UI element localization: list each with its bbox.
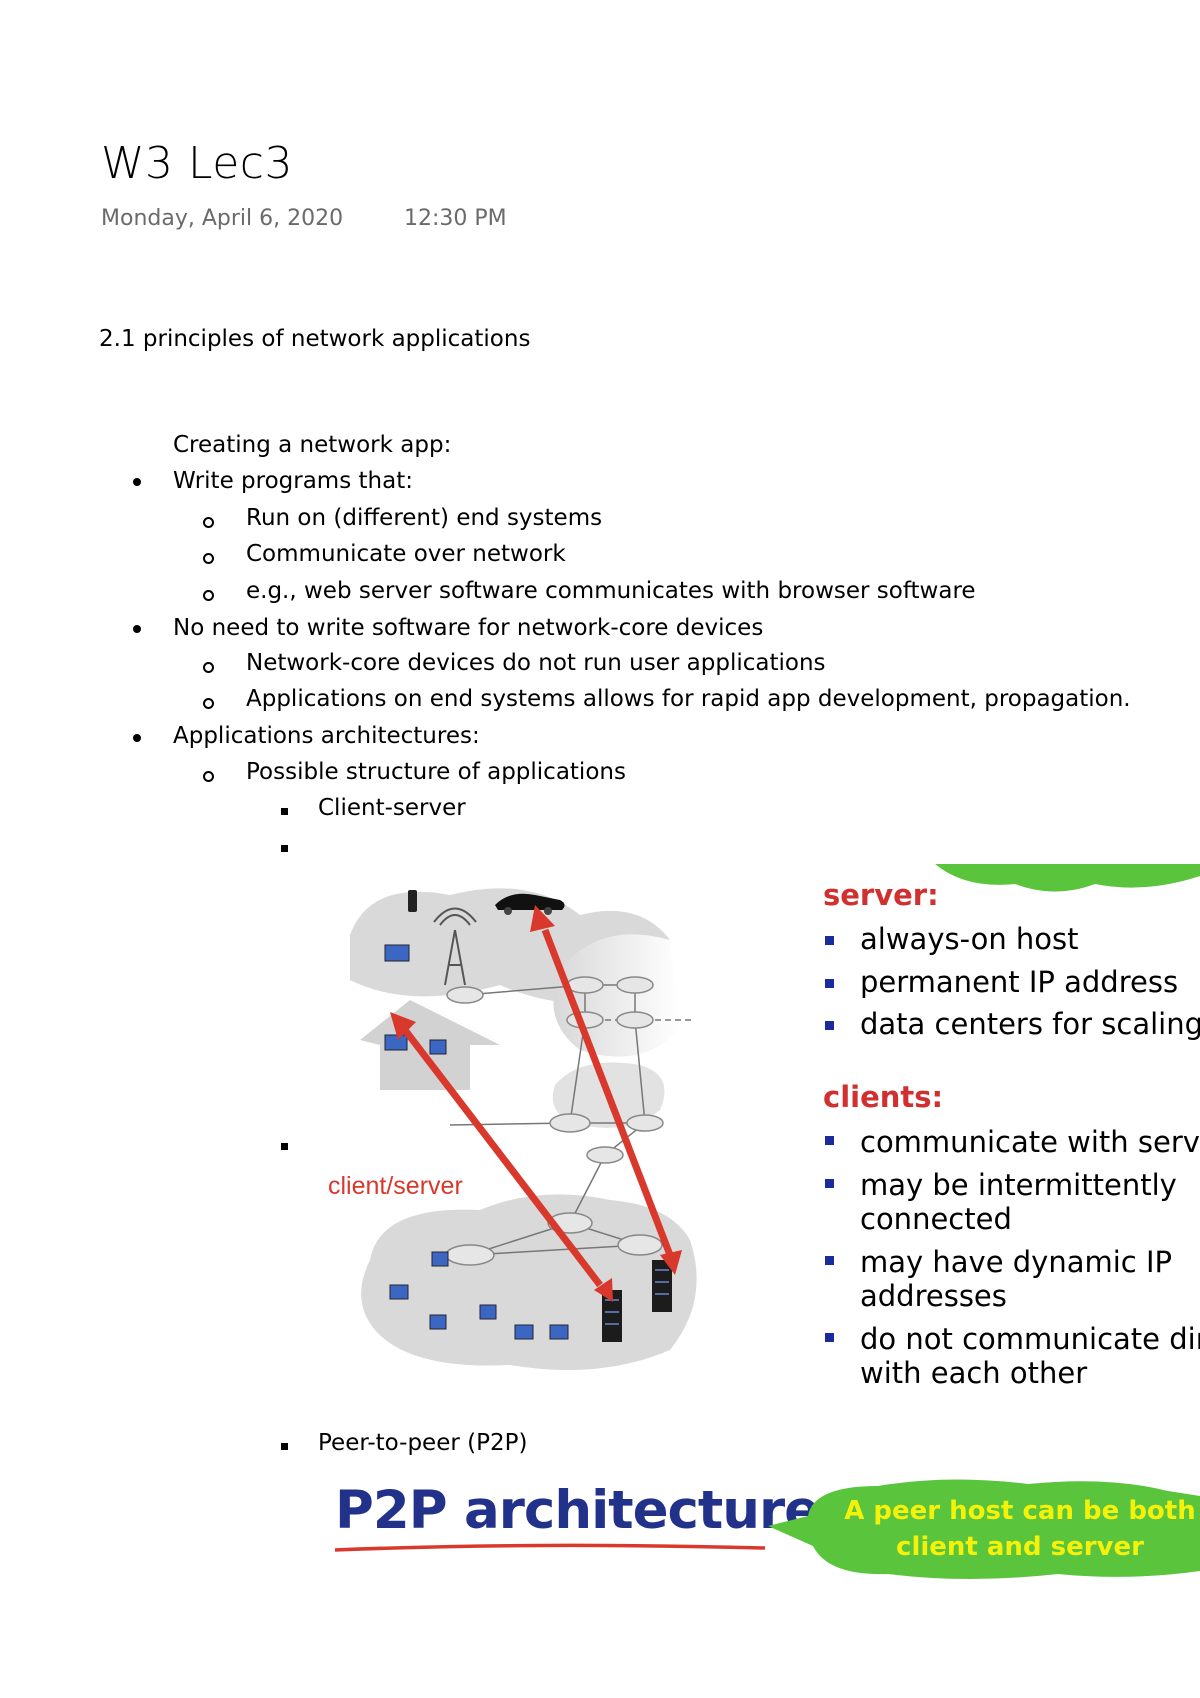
bullet-square: [825, 979, 834, 988]
bullet-circle: [203, 590, 214, 601]
router-icon: [445, 1244, 495, 1266]
clients-list: communicate with server may be intermitt…: [820, 1125, 1200, 1405]
router-icon: [616, 1011, 654, 1029]
laptop-icon: [429, 1039, 447, 1055]
server-item: data centers for scaling: [860, 1007, 1200, 1041]
p2p-cloud-text: A peer host can be both client and serve…: [840, 1493, 1200, 1565]
client-server-label: client/server: [328, 1172, 463, 1200]
server-heading: server:: [823, 878, 939, 912]
bullet-circle: [203, 662, 214, 673]
laptop-icon: [389, 1284, 409, 1300]
client-item: may have dynamic IP: [860, 1245, 1173, 1279]
green-cloud-shape: [935, 864, 1200, 892]
institutional-network-cloud: [361, 1194, 697, 1370]
client-item: connected: [860, 1202, 1012, 1236]
laptop-icon: [384, 1034, 408, 1051]
bullet-square: [281, 1443, 288, 1450]
car-icon: [495, 893, 565, 910]
client-item: addresses: [860, 1279, 1007, 1313]
p2p-underline: [334, 1543, 766, 1552]
outline-b3-1: Possible structure of applications: [246, 759, 626, 785]
outline-intro: Creating a network app:: [173, 432, 452, 458]
router-icon: [566, 976, 604, 994]
laptop-icon: [431, 1251, 449, 1267]
section-heading: 2.1 principles of network applications: [99, 326, 531, 352]
p2p-cloud-line: client and server: [896, 1532, 1144, 1562]
bullet-square: [825, 1136, 834, 1145]
router-icon: [626, 1114, 664, 1132]
server-item: permanent IP address: [860, 965, 1179, 999]
client-server-diagram: [350, 888, 697, 1370]
note-time: 12:30 PM: [404, 206, 507, 231]
cell-tower-icon: [433, 907, 477, 986]
laptop-icon: [429, 1314, 447, 1330]
bullet-circle: [203, 698, 214, 709]
bullet-dot: [133, 625, 141, 633]
server-item: always-on host: [860, 922, 1079, 956]
bullet-square: [825, 1179, 834, 1188]
bullet-dot: [133, 478, 141, 486]
outline-b3-1-1: Client-server: [318, 795, 466, 821]
router-icon: [617, 1234, 663, 1256]
laptop-icon: [479, 1304, 497, 1320]
bullet-square: [825, 1021, 834, 1030]
outline-b3-1-3: Peer-to-peer (P2P): [318, 1430, 528, 1456]
outline-b1: Write programs that:: [173, 468, 413, 494]
smartphone-icon: [408, 890, 417, 912]
router-icon: [549, 1113, 591, 1133]
bullet-square: [825, 936, 834, 945]
laptop-icon: [514, 1324, 534, 1340]
p2p-cloud-line: A peer host can be both: [844, 1496, 1196, 1526]
client-item: may be intermittently: [860, 1168, 1177, 1202]
outline-b1-3: e.g., web server software communicates w…: [246, 578, 976, 604]
bullet-circle: [203, 517, 214, 528]
server-rack-icon: [602, 1290, 622, 1342]
outline-b2-1: Network-core devices do not run user app…: [246, 650, 826, 676]
clients-heading: clients:: [823, 1080, 944, 1114]
laptop-icon: [549, 1324, 569, 1340]
client-item: communicate with server: [860, 1125, 1200, 1159]
bullet-square: [281, 808, 288, 815]
router-icon: [446, 986, 484, 1004]
router-icon: [586, 1146, 624, 1164]
outline-b1-1: Run on (different) end systems: [246, 505, 603, 531]
bullet-square: [281, 1143, 288, 1150]
server-rack-icon: [652, 1260, 672, 1312]
outline-b1-2: Communicate over network: [246, 541, 566, 567]
client-item: with each other: [860, 1356, 1088, 1390]
page-title: W3 Lec3: [101, 138, 293, 189]
bullet-square: [825, 1256, 834, 1265]
bullet-circle: [203, 771, 214, 782]
client-item: do not communicate directly: [860, 1322, 1200, 1356]
outline-b2: No need to write software for network-co…: [173, 615, 764, 641]
outline-b3: Applications architectures:: [173, 723, 480, 749]
bullet-circle: [203, 553, 214, 564]
bullet-dot: [133, 734, 141, 742]
outline-b2-2: Applications on end systems allows for r…: [246, 686, 1131, 712]
note-date: Monday, April 6, 2020: [101, 206, 344, 231]
p2p-cloud-shape: [768, 1479, 1200, 1579]
router-icon: [616, 976, 654, 994]
laptop-icon: [384, 944, 410, 962]
bullet-square: [281, 845, 288, 852]
p2p-title: P2P architecture: [335, 1480, 820, 1541]
bullet-square: [825, 1333, 834, 1342]
